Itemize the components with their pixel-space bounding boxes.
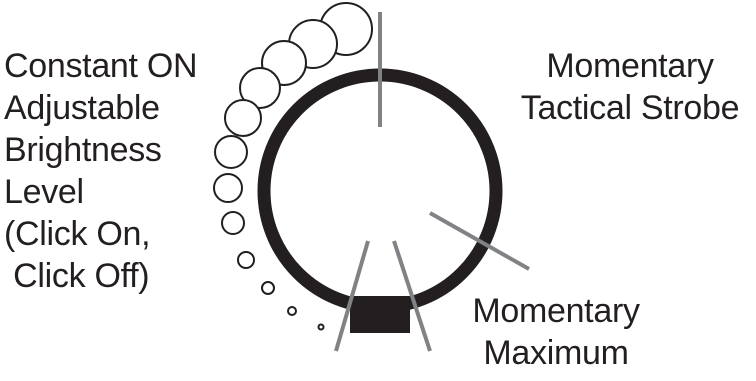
constant-on-label: Constant ON Adjustable Brightness Level … [4, 45, 197, 297]
tactical-strobe-label: Momentary Tactical Strobe [514, 45, 746, 129]
label-line: Momentary [514, 45, 746, 87]
brightness-bubble [225, 100, 261, 136]
brightness-bubble [319, 325, 324, 330]
label-line: Level [4, 171, 197, 213]
brightness-bubble [262, 282, 274, 294]
label-line: Maximum [448, 332, 664, 374]
label-line: Constant ON [4, 45, 197, 87]
rocker-block [350, 296, 410, 333]
momentary-maximum-label: Momentary Maximum [448, 290, 664, 374]
brightness-bubble [238, 252, 254, 268]
label-line: Tactical Strobe [514, 87, 746, 129]
label-line: Adjustable [4, 87, 197, 129]
brightness-bubble [215, 136, 247, 168]
brightness-bubbles [214, 3, 372, 330]
brightness-bubble [288, 307, 296, 315]
label-line: Momentary [448, 290, 664, 332]
label-line: Brightness [4, 129, 197, 171]
brightness-bubble [214, 174, 242, 202]
label-line: (Click On, [4, 213, 197, 255]
label-line: Click Off) [4, 255, 197, 297]
brightness-bubble [222, 212, 244, 234]
